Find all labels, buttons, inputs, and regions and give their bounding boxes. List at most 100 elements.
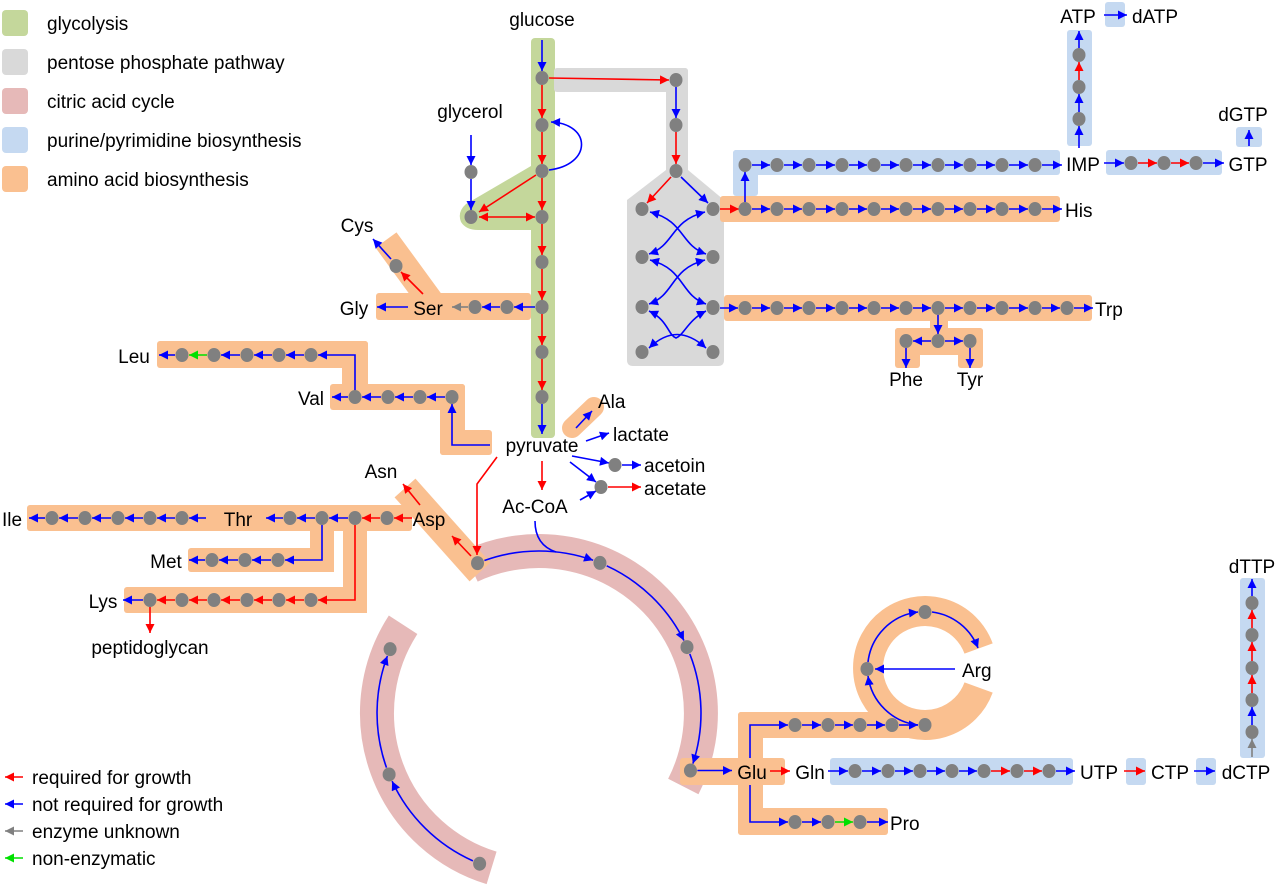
not-required-arrow: [548, 117, 583, 171]
legend-label: citric acid cycle: [47, 92, 175, 113]
metabolite-node: [963, 334, 977, 348]
metabolite-node: [931, 334, 945, 348]
not-required-arrow: [569, 461, 597, 483]
metabolite-node: [931, 202, 945, 216]
metabolite-node: [175, 593, 189, 607]
metabolite-node: [207, 348, 221, 362]
metabolite-node: [881, 764, 895, 778]
metabolite-node: [283, 511, 297, 525]
metabolite-node: [1010, 764, 1024, 778]
label-gtp: GTP: [1228, 155, 1267, 176]
label-dgtp: dGTP: [1218, 105, 1268, 126]
metabolite-node: [1028, 158, 1042, 172]
metabolite-node: [500, 300, 514, 314]
not-required-arrow: [864, 675, 919, 726]
metabolite-node: [995, 202, 1009, 216]
metabolite-node: [1028, 202, 1042, 216]
metabolite-node: [272, 348, 286, 362]
metabolite-node: [608, 458, 622, 472]
required-arrow: [472, 456, 498, 555]
metabolite-node: [770, 301, 784, 315]
metabolite-node: [706, 202, 720, 216]
label-peptidoglycan: peptidoglycan: [91, 638, 208, 659]
metabolite-node: [535, 390, 549, 404]
metabolite-node: [1245, 725, 1259, 739]
metabolite-node: [240, 593, 254, 607]
label-his: His: [1065, 201, 1092, 222]
metabolite-node: [272, 593, 286, 607]
metabolite-node: [78, 511, 92, 525]
label-arg: Arg: [962, 661, 992, 682]
metabolite-node: [238, 553, 252, 567]
metabolite-node: [535, 164, 549, 178]
metabolite-node: [240, 348, 254, 362]
metabolite-node: [464, 210, 478, 224]
label-imp: IMP: [1066, 155, 1100, 176]
metabolite-node: [918, 718, 932, 732]
metabolite-labels: glucose glycerol Cys Gly Ser Leu Val pyr…: [2, 7, 1275, 835]
label-pro: Pro: [890, 814, 920, 835]
metabolite-node: [471, 556, 485, 571]
metabolite-node: [931, 158, 945, 172]
label-utp: UTP: [1080, 763, 1118, 784]
label-ac-coa: Ac-CoA: [502, 497, 568, 518]
label-gln: Gln: [795, 763, 825, 784]
metabolite-node: [1072, 112, 1086, 126]
metabolite-node: [669, 164, 683, 178]
metabolite-node: [348, 511, 362, 525]
metabolite-node: [821, 815, 835, 829]
metabolite-node: [995, 158, 1009, 172]
metabolite-node: [1245, 596, 1259, 610]
not-required-arrow: [579, 490, 597, 501]
metabolite-node: [918, 605, 932, 619]
not-required-arrow: [648, 257, 706, 306]
metabolite-node: [977, 764, 991, 778]
metabolite-node: [1072, 48, 1086, 62]
metabolite-node: [706, 301, 720, 315]
legend-swatch-citric-acid-cycle: [2, 88, 28, 114]
citric-acid-cycle-band: [360, 534, 718, 885]
metabolite-node: [770, 158, 784, 172]
metabolite-node: [594, 480, 608, 494]
not-required-arrow: [447, 404, 490, 446]
metabolite-node: [899, 334, 913, 348]
metabolite-node: [1060, 301, 1074, 315]
label-lactate: lactate: [613, 425, 669, 446]
not-required-arrow: [318, 350, 356, 391]
label-ctp: CTP: [1151, 763, 1189, 784]
label-val: Val: [298, 389, 324, 410]
not-required-arrow: [931, 611, 979, 649]
metabolite-node: [348, 390, 362, 404]
not-required-arrow: [285, 525, 323, 565]
label-gly: Gly: [340, 299, 369, 320]
metabolite-node: [963, 158, 977, 172]
metabolite-node: [535, 210, 549, 224]
required-arrow: [400, 271, 424, 295]
required-arrow: [318, 525, 356, 605]
metabolite-node: [853, 718, 867, 732]
metabolite-node: [143, 511, 157, 525]
label-leu: Leu: [118, 347, 150, 368]
pentose-phosphate-band: [554, 68, 724, 366]
metabolite-node: [770, 202, 784, 216]
metabolite-node: [413, 390, 427, 404]
metabolite-node: [860, 662, 874, 676]
not-required-arrow: [680, 176, 709, 204]
metabolite-node: [899, 301, 913, 315]
metabolite-node: [788, 815, 802, 829]
label-asn: Asn: [365, 462, 398, 483]
not-required-arrow: [372, 238, 392, 260]
metabolite-node: [669, 118, 683, 132]
metabolite-node: [535, 300, 549, 314]
legend-swatch-nucleotide: [2, 127, 28, 153]
metabolite-node: [1042, 764, 1056, 778]
metabolite-node: [788, 718, 802, 732]
label-glycerol: glycerol: [437, 102, 502, 123]
not-required-arrow: [648, 310, 707, 339]
legend-label: amino acid biosynthesis: [47, 170, 249, 191]
metabolite-node: [535, 255, 549, 269]
metabolite-node: [835, 202, 849, 216]
label-acetate: acetate: [644, 479, 706, 500]
glycolysis-band: [459, 38, 555, 438]
